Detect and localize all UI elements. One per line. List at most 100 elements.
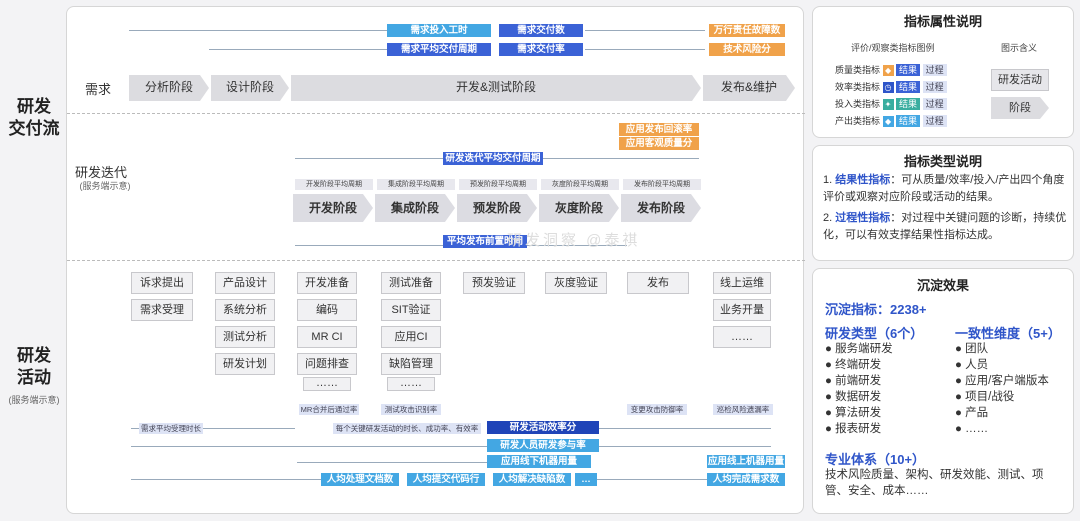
clock-icon: ◷ (882, 82, 894, 94)
timeline-line (203, 428, 295, 429)
timeline-line (295, 158, 445, 159)
activity-item: 开发准备 (297, 272, 357, 294)
tag-lead-time: 平均发布前置时间 (443, 235, 527, 248)
item-text: ：可从质量/效率/投入/产出四个角度评价或观察对应阶段或活动的结果。 (823, 174, 1065, 203)
tag-rollback-rate: 应用发布回滚率 (619, 123, 699, 136)
activity-item: MR CI (297, 326, 357, 348)
tag-online-machine: 应用线上机器用量 (707, 455, 785, 468)
tag-customer-quality: 应用客观质量分 (619, 137, 699, 150)
activity-item: …… (303, 377, 351, 391)
timeline-line (597, 479, 707, 480)
result-badge: 结果 (896, 64, 921, 76)
tag-docs-per-person: 人均处理文档数 (321, 473, 399, 486)
effect-total: 沉淀指标：2238+ (825, 302, 927, 317)
list-item: ● 项目/战役 (955, 391, 1015, 403)
stage-design: 设计阶段 (211, 75, 289, 101)
type-item-result: 1. 结果性指标：可从质量/效率/投入/产出四个角度评价或观察对应阶段或活动的结… (823, 172, 1069, 206)
activity-item: 编码 (297, 299, 357, 321)
type-item-process: 2. 过程性指标：对过程中关键问题的诊断，持续优化，可以有效支撑结果性指标达成。 (823, 210, 1069, 244)
activity-item: …… (713, 326, 771, 348)
output-icon: ◆ (882, 116, 894, 128)
legend-label: 效率类指标 (835, 82, 881, 92)
delivery-flow-title: 研发 交付流 (8, 97, 60, 138)
legend-label: 投入类指标 (835, 99, 881, 109)
activity-item: 业务开量 (713, 299, 771, 321)
activity-item: 应用CI (381, 326, 441, 348)
list-item: ● 人员 (955, 359, 989, 371)
iter-stage-integration: 集成阶段 (375, 194, 455, 222)
list-item: ● 团队 (955, 343, 989, 355)
legend-example-activity: 研发活动 (991, 69, 1049, 91)
activity-item: 预发验证 (463, 272, 525, 294)
process-badge: 过程 (922, 115, 947, 127)
iteration-title: 研发迭代 (75, 165, 128, 180)
activity-item: SIT验证 (381, 299, 441, 321)
result-badge: 结果 (896, 81, 921, 93)
activity-item: 系统分析 (215, 299, 275, 321)
tag-inspection-risk: 巡检风险遗漏率 (713, 404, 773, 415)
list-item: ● 算法研发 (825, 407, 882, 419)
timeline-line (131, 428, 139, 429)
timeline-line (131, 479, 321, 480)
activity-item: 需求受理 (131, 299, 193, 321)
timeline-line (129, 30, 387, 31)
main-diagram-panel: 需求投入工时 需求交付数 万行责任故障数 需求平均交付周期 需求交付率 技术风险… (66, 6, 805, 514)
tag-test-attack: 测试攻击识别率 (381, 404, 441, 415)
tag-ellipsis: … (575, 473, 597, 486)
quality-icon: ◆ (882, 65, 894, 77)
process-badge: 过程 (922, 98, 947, 110)
watermark: 研发洞察 @泰祺 (507, 232, 641, 249)
tag-avg-accept-time: 需求平均受理时长 (139, 423, 203, 434)
activity-item: 灰度验证 (545, 272, 607, 294)
legend-row-input: 投入类指标 ✦ 结果 过程 (835, 97, 995, 111)
activities-note: (服务端示意) (8, 395, 60, 405)
effect-title: 沉淀效果 (916, 278, 969, 293)
iter-stage-gray: 灰度阶段 (539, 194, 619, 222)
timeline-line (543, 158, 699, 159)
list-item: ● …… (955, 423, 989, 435)
label-gray-cycle: 灰度阶段平均周期 (541, 179, 619, 190)
tag-demand-delivery-rate: 需求交付率 (499, 43, 583, 56)
section-divider (67, 260, 805, 261)
activity-item: 线上运维 (713, 272, 771, 294)
legend-col-left: 评价/观察类指标图例 (851, 43, 935, 53)
timeline-line (297, 462, 487, 463)
tag-iteration-avg-cycle: 研发迭代平均交付周期 (443, 152, 543, 165)
activity-item: 缺陷管理 (381, 353, 441, 375)
list-item: ● 应用/客户端版本 (955, 375, 1049, 387)
list-item: ● 产品 (955, 407, 989, 419)
tag-participation: 研发人员研发参与率 (487, 439, 599, 452)
tag-tech-risk: 技术风险分 (709, 43, 785, 56)
tag-demand-delivery-count: 需求交付数 (499, 24, 583, 37)
attribute-legend-panel: 指标属性说明 评价/观察类指标图例 图示含义 质量类指标 ◆ 结果 过程 效率类… (812, 6, 1074, 138)
tag-commits-per-person: 人均提交代码行 (407, 473, 485, 486)
iter-stage-dev: 开发阶段 (293, 194, 373, 222)
legend-label: 产出类指标 (835, 116, 881, 126)
tag-bugs-per-person: 人均解决缺陷数 (493, 473, 571, 486)
iter-stage-release: 发布阶段 (621, 194, 701, 222)
activity-item: 问题排查 (297, 353, 357, 375)
effect-types-title: 研发类型（6个） (825, 326, 924, 341)
stage-release: 发布&维护 (703, 75, 795, 101)
activity-item: 测试分析 (215, 326, 275, 348)
list-item: ● 前端研发 (825, 375, 882, 387)
type-description-title: 指标类型说明 (903, 154, 982, 169)
timeline-line (599, 446, 771, 447)
activity-item: 研发计划 (215, 353, 275, 375)
legend-row-efficiency: 效率类指标 ◷ 结果 过程 (835, 80, 995, 94)
tag-key-activity: 每个关键研发活动的时长、成功率、有效率 (333, 423, 481, 434)
effect-dims-list: ● 团队 ● 人员 ● 应用/客户端版本 ● 项目/战役 ● 产品 ● …… (955, 341, 1049, 437)
label-release-cycle: 发布阶段平均周期 (623, 179, 701, 190)
activity-item: 发布 (627, 272, 689, 294)
process-badge: 过程 (922, 64, 947, 76)
effect-dims-title: 一致性维度（5+） (955, 326, 1061, 341)
timeline-line (599, 428, 771, 429)
stage-dev-test: 开发&测试阶段 (291, 75, 701, 101)
activity-item: 诉求提出 (131, 272, 193, 294)
activity-item: 测试准备 (381, 272, 441, 294)
section-divider (67, 113, 805, 114)
tag-requirements-per-person: 人均完成需求数 (707, 473, 785, 486)
item-key: 过程性指标 (835, 212, 891, 224)
input-icon: ✦ (882, 99, 894, 111)
legend-label: 质量类指标 (835, 65, 881, 75)
